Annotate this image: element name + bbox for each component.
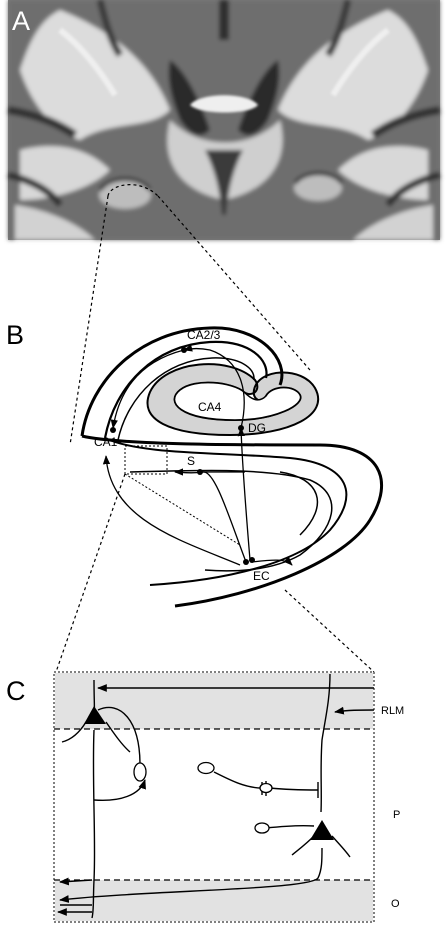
subiculum-curve-2 (104, 437, 348, 586)
panel-c-label: C (6, 676, 26, 706)
ammons-horn-inner (103, 340, 268, 439)
neuron-processes (57, 673, 375, 919)
left-collateral (97, 706, 141, 766)
interneuron-top (197, 761, 215, 775)
oriens-input-arrow (59, 877, 93, 886)
label-ec: EC (253, 569, 270, 583)
mri-bright-highlights (58, 27, 390, 113)
ec-to-ca1-arrow (102, 455, 241, 566)
interneuron-bottom (254, 822, 270, 834)
label-rlm: RLM (381, 705, 404, 717)
right-pyramidal-soma (310, 820, 334, 840)
ca1-box-guide (124, 473, 241, 546)
ec-loop-arrow (251, 556, 293, 566)
zoom-line-right-ab (157, 195, 311, 371)
label-p: P (393, 809, 400, 821)
left-axon (91, 729, 96, 919)
ca1-zoom-box (124, 445, 168, 475)
label-dg: DG (248, 421, 266, 435)
mri-panel: A (7, 0, 441, 240)
zoom-lines-b-c (55, 473, 375, 673)
ec-to-s-arrow (174, 468, 247, 563)
circuit-nodes (110, 347, 255, 565)
left-pyramidal-soma (84, 706, 106, 724)
interneuron-left (133, 762, 147, 782)
zoom-line-right-bc (284, 589, 375, 673)
zoom-lines-a-b (69, 184, 311, 446)
interneurons (133, 761, 273, 834)
label-s: S (187, 454, 195, 468)
oriens-layer-band (55, 880, 373, 921)
mri-brain-structures (7, 0, 441, 240)
ammons-horn-middle (117, 357, 255, 441)
label-ca4: CA4 (198, 400, 222, 414)
hippocampus-outline-dashed (107, 184, 159, 197)
label-o: O (391, 898, 400, 910)
ec-node-1 (243, 559, 249, 565)
subiculum-curve-4 (279, 471, 319, 536)
subiculum-curve-1 (81, 434, 384, 608)
ca1-layer-diagram: C (6, 671, 404, 923)
hippocampus-diagram: B (6, 320, 384, 608)
zoom-line-left-bc (55, 473, 126, 673)
ca3-node (181, 347, 187, 353)
ca1-node (110, 427, 116, 433)
interneuron-middle (259, 782, 273, 794)
ec-node-2 (249, 557, 255, 563)
ca4-region (173, 381, 302, 421)
left-basal-dendrite-1 (61, 721, 87, 743)
label-ca1: CA1 (94, 435, 118, 449)
ammons-horn-outer (80, 326, 284, 437)
right-apical-dendrite (320, 673, 331, 813)
right-basal-dendrite-2 (331, 835, 351, 858)
rlm-input-arrow-right (334, 706, 375, 715)
dg-to-ca3-arrow (183, 344, 245, 429)
s-node (197, 469, 203, 475)
right-axon-arrow (59, 847, 323, 903)
left-to-interneuron-arrow (93, 779, 146, 802)
interneuron-axon-3 (265, 824, 315, 829)
rlm-layer-band (55, 673, 373, 729)
subiculum-curve-3 (129, 469, 333, 572)
label-ca23: CA2/3 (187, 328, 221, 342)
panel-b-label: B (6, 320, 24, 350)
left-basal-dendrite-2 (105, 721, 131, 753)
panel-a-label: A (12, 6, 30, 36)
ca3-to-ca1-arrow (110, 349, 185, 429)
interneuron-axon-2 (269, 787, 319, 791)
circuit-arrows (102, 344, 293, 566)
interneuron-axon-1 (213, 771, 263, 789)
ec-to-dg-arrow (237, 427, 251, 561)
dg-node (238, 425, 244, 431)
